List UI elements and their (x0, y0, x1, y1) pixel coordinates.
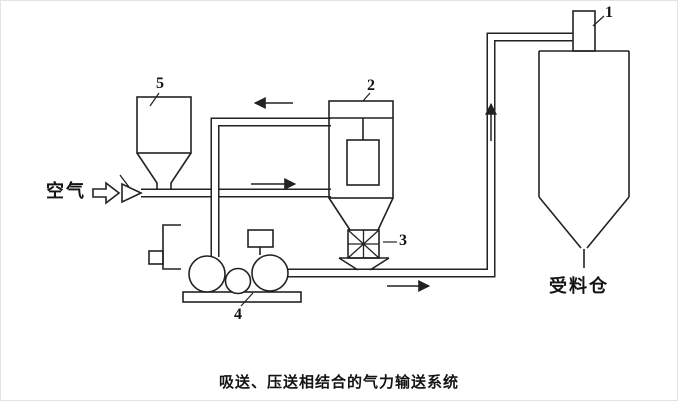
silo-body-outline (538, 50, 630, 268)
diagram-caption: 吸送、压送相结合的气力输送系统 (218, 374, 459, 391)
blower-rotor-right (251, 254, 289, 292)
separator-filter-insert (346, 139, 380, 186)
leader-lines (149, 15, 605, 307)
separator-body (328, 100, 394, 199)
receiving-bin-label: 受料仓 (549, 276, 609, 296)
inlet-nozzle-handle (119, 174, 130, 188)
separator-cone (328, 197, 394, 231)
inlet-nozzle (121, 182, 143, 204)
part-label-2: 2 (367, 77, 375, 94)
rotary-valve-rotor (347, 229, 380, 259)
pressure-pipe-inner (287, 34, 575, 276)
air-inlet-assembly (92, 174, 143, 205)
part-label-4: 4 (234, 306, 242, 323)
blower-unit (148, 224, 302, 303)
leader-part4 (240, 292, 254, 307)
blower-rotor-middle (224, 267, 252, 295)
silo-vent-stack (572, 10, 596, 52)
blower-frame-bracket (162, 224, 181, 270)
part-label-5: 5 (156, 75, 164, 92)
blower-side-box (148, 250, 164, 265)
leader-part1 (592, 15, 605, 27)
leader-part5 (149, 92, 160, 107)
pressure-pipe (287, 32, 575, 278)
blower-rotor-left (188, 255, 226, 293)
flow-arrows (251, 97, 497, 292)
valve-discharge-funnel (338, 257, 390, 271)
feed-hopper-body (136, 96, 192, 154)
pipe-network (141, 32, 575, 278)
part-label-3: 3 (399, 232, 407, 249)
vacuum-pipe-inner (212, 119, 331, 257)
part-label-1: 1 (605, 4, 613, 21)
feed-hopper-cone (136, 152, 192, 190)
blower-motor-box (247, 229, 274, 248)
air-inlet-label: 空气 (46, 181, 86, 201)
silo-vessel (538, 10, 630, 268)
leader-part2 (362, 92, 371, 102)
air-inlet-arrow-icon (92, 181, 121, 205)
feed-hopper (136, 96, 192, 190)
separator-vessel (328, 100, 394, 231)
rotary-valve (338, 229, 390, 271)
